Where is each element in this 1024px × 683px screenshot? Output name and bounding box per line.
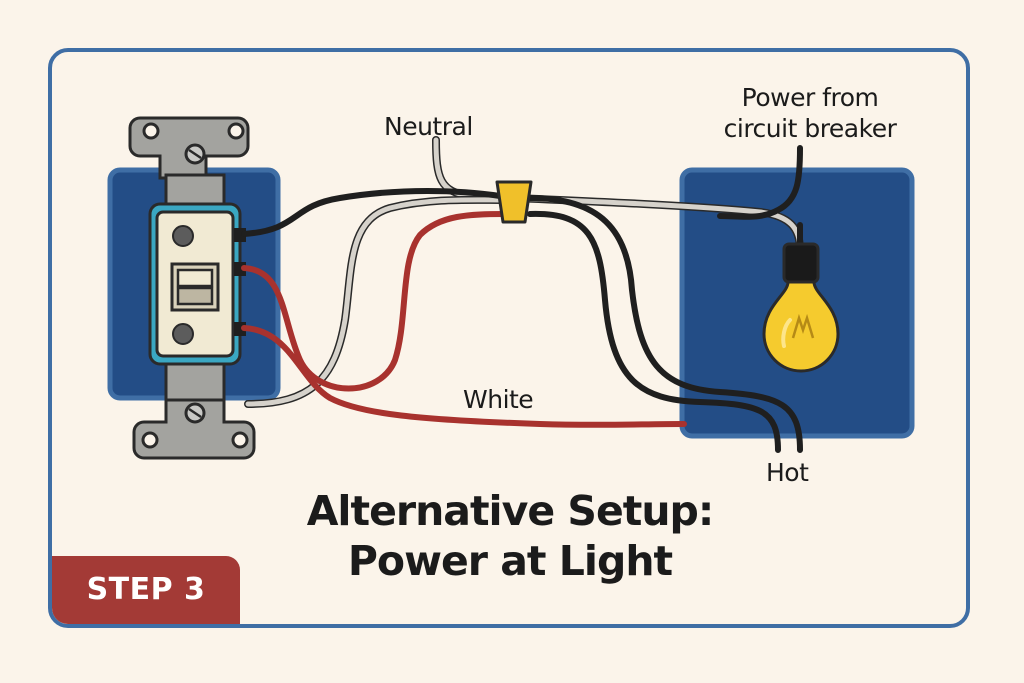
- label-white: White: [463, 385, 534, 414]
- wires: [241, 136, 804, 453]
- wire-black-2: [527, 195, 803, 453]
- wire-white-loop: [244, 195, 509, 408]
- wire-black-1: [527, 210, 781, 453]
- wire-red-1: [241, 211, 508, 392]
- wire-nut-icon: [495, 180, 533, 224]
- wire-red-2: [241, 325, 687, 428]
- light-bulb-icon: [762, 242, 840, 373]
- wire-black-switch: [241, 188, 503, 237]
- title-line2: Power at Light: [347, 537, 673, 585]
- label-power-source: Power from circuit breaker: [700, 82, 920, 144]
- step-badge: STEP 3: [52, 556, 240, 624]
- label-neutral: Neutral: [384, 112, 473, 141]
- diagram-title: Alternative Setup: Power at Light: [200, 486, 820, 586]
- label-hot: Hot: [766, 458, 809, 487]
- label-power-line2: circuit breaker: [723, 114, 897, 143]
- label-power-line1: Power from: [741, 83, 879, 112]
- light-switch-icon: [128, 116, 256, 460]
- title-line1: Alternative Setup:: [306, 487, 715, 535]
- wire-black-power: [717, 145, 803, 220]
